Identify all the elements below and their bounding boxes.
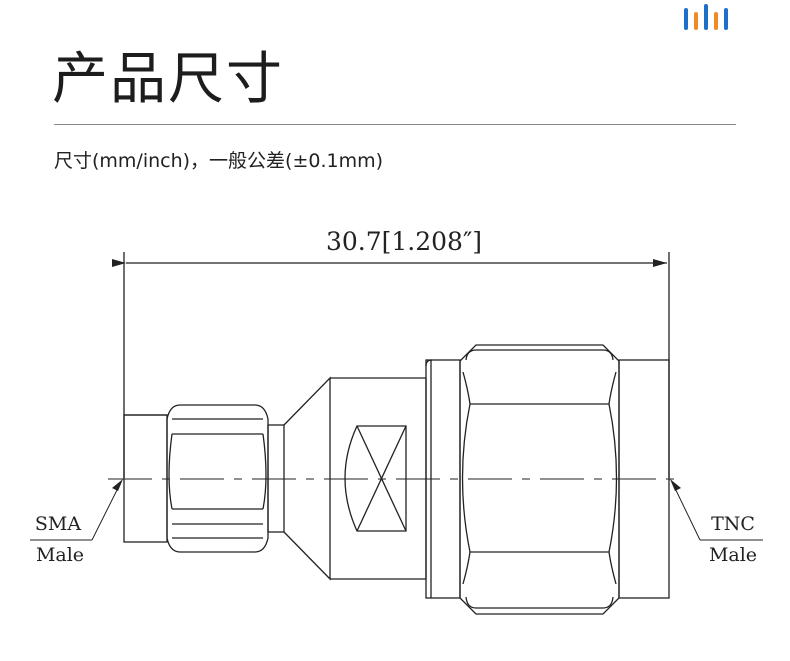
sma-gender-label: Male — [36, 544, 84, 566]
sma-leader — [30, 479, 123, 541]
title-divider — [54, 124, 736, 125]
tnc-leader — [670, 479, 763, 541]
page-title: 产品尺寸 — [52, 47, 284, 112]
tnc-type-label: TNC — [711, 513, 755, 535]
sma-hex-nut — [166, 404, 269, 553]
dimension-line — [112, 252, 670, 478]
dimension-note: 尺寸(mm/inch)，一般公差(±0.1mm) — [54, 150, 384, 172]
sma-type-label: SMA — [35, 513, 81, 535]
tnc-gender-label: Male — [709, 544, 757, 566]
overall-length-label: 30.7[1.208″] — [326, 227, 482, 256]
brand-logo — [684, 4, 728, 30]
